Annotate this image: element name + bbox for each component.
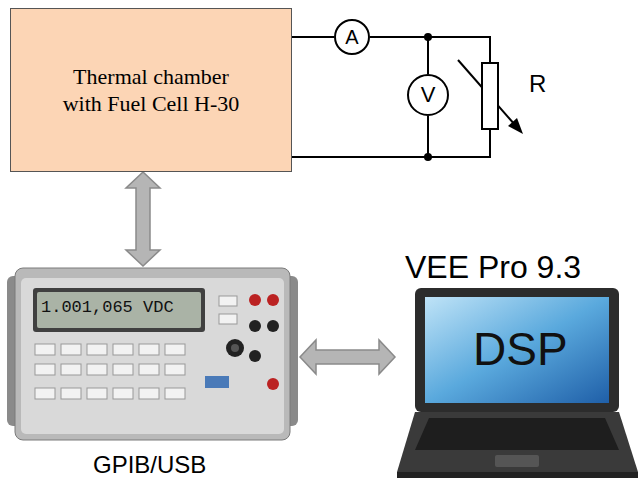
- circuit-wire: [292, 36, 334, 38]
- drawing-part: [61, 364, 81, 375]
- drawing-part: [249, 320, 261, 332]
- drawing-part: [165, 344, 185, 355]
- multimeter-device: 1.001,065 VDC GPIB/USB: [5, 266, 300, 487]
- drawing-part: [231, 344, 239, 352]
- drawing-part: [219, 314, 237, 324]
- drawing-part: [139, 344, 159, 355]
- drawing-part: [415, 288, 619, 412]
- drawing-part: [87, 388, 107, 399]
- drawing-part: [113, 388, 133, 399]
- drawing-part: [267, 378, 279, 390]
- resistor-label: R: [529, 72, 546, 96]
- device-caption: GPIB/USB: [93, 452, 206, 478]
- drawing-part: [267, 320, 279, 332]
- block-arrow: [300, 340, 395, 374]
- drawing-part: [15, 268, 290, 440]
- drawing-part: [33, 288, 205, 332]
- drawing-part: [87, 364, 107, 375]
- drawing-part: [61, 388, 81, 399]
- ammeter-symbol: A: [334, 19, 370, 55]
- drawing-part: [205, 376, 229, 388]
- variable-arrow-head: [508, 118, 523, 134]
- drawing-part: [397, 412, 638, 472]
- voltmeter-symbol: V: [407, 74, 449, 116]
- drawing-part: [219, 296, 237, 306]
- variable-arrow: [458, 60, 523, 134]
- box-label: Thermal chamber with Fuel Cell H-30: [51, 63, 251, 118]
- drawing-part: [165, 364, 185, 375]
- circuit-wire: [292, 130, 490, 157]
- drawing-part: [139, 364, 159, 375]
- drawing-part: [249, 294, 261, 306]
- meter-letter: A: [345, 27, 358, 47]
- circuit-wire: [292, 116, 428, 157]
- drawing-part: [139, 388, 159, 399]
- drawing-part: [267, 294, 279, 306]
- block-arrow: [126, 172, 160, 266]
- drawing-part: [249, 350, 261, 362]
- drawing-part: [397, 472, 638, 478]
- drawing-part: [495, 455, 539, 467]
- drawing-part: [37, 292, 201, 328]
- drawing-part: [61, 344, 81, 355]
- drawing-part: [35, 364, 55, 375]
- drawing-part: [35, 388, 55, 399]
- screen-label: DSP: [473, 326, 568, 372]
- drawing-part: [425, 297, 609, 403]
- drawing-part: [113, 344, 133, 355]
- meter-letter: V: [421, 84, 436, 106]
- drawing-part: [35, 344, 55, 355]
- drawing-part: [113, 364, 133, 375]
- thermal-chamber-box: Thermal chamber with Fuel Cell H-30: [10, 8, 292, 172]
- drawing-part: [35, 296, 237, 399]
- display-reading: 1.001,065 VDC: [41, 299, 174, 316]
- circuit-wire: [370, 37, 428, 74]
- drawing-part: [21, 278, 284, 434]
- drawing-part: [226, 339, 244, 357]
- drawing-part: [165, 388, 185, 399]
- resistor-symbol: R: [481, 62, 499, 130]
- junction-dot: [424, 153, 432, 161]
- circuit-wire: [370, 37, 490, 62]
- junction-dot: [424, 33, 432, 41]
- software-caption: VEE Pro 9.3: [405, 250, 581, 285]
- drawing-part: [415, 418, 619, 450]
- drawing-part: [87, 344, 107, 355]
- laptop-computer: VEE Pro 9.3DSP: [395, 250, 640, 487]
